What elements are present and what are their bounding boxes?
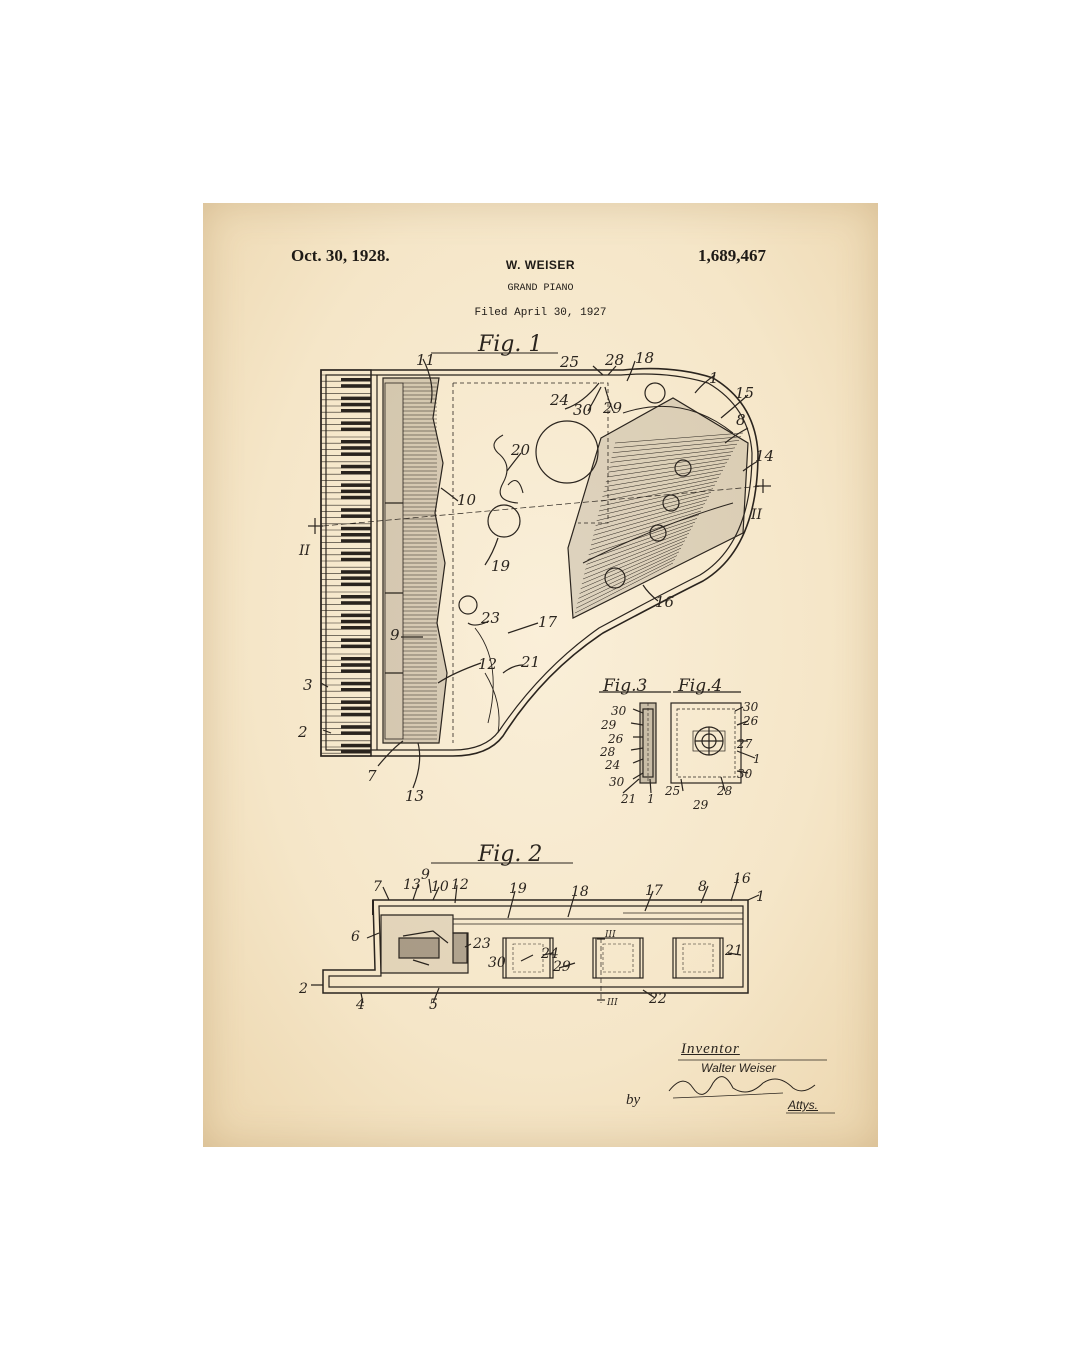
reference-numeral: 15 — [735, 384, 754, 402]
reference-numeral: 30 — [737, 767, 753, 781]
reference-numeral: 10 — [431, 879, 449, 895]
reference-numeral: 27 — [736, 737, 753, 751]
attorneys-label: Attys. — [788, 1098, 819, 1112]
reference-numeral: 17 — [645, 883, 663, 899]
inventor-heading: W. WEISER — [505, 258, 576, 272]
by-label: by — [626, 1092, 641, 1108]
reference-numeral: 29 — [600, 718, 617, 732]
inventor-label: Inventor — [681, 1041, 740, 1057]
reference-numeral: 30 — [611, 704, 627, 718]
reference-numeral: 30 — [573, 401, 593, 419]
fig34-drawing — [599, 691, 756, 794]
reference-numeral: 29 — [692, 798, 709, 812]
reference-numeral: 28 — [604, 351, 624, 369]
reference-numeral: 18 — [635, 349, 654, 367]
reference-numeral: 19 — [491, 557, 511, 575]
reference-numeral: 13 — [405, 787, 424, 805]
reference-numeral: 18 — [571, 884, 589, 900]
reference-numeral: 30 — [488, 955, 506, 971]
reference-numeral: 12 — [451, 877, 469, 893]
reference-numeral: 16 — [655, 593, 675, 611]
reference-numeral: 25 — [559, 353, 579, 371]
reference-numeral: 24 — [604, 758, 620, 772]
section-mark-iii-top: III — [604, 930, 616, 940]
reference-numeral: 13 — [403, 877, 421, 893]
reference-numeral: 21 — [620, 792, 636, 806]
patent-sheet: Oct. 30, 1928. 1,689,467 W. WEISER GRAND… — [203, 203, 878, 1147]
reference-numeral: 23 — [480, 609, 500, 627]
inventor-name: Walter Weiser — [701, 1061, 776, 1075]
fig2-title: Fig. 2 — [477, 842, 542, 867]
reference-numeral: 19 — [509, 881, 527, 897]
reference-numeral: 9 — [390, 626, 400, 644]
filed-date: Filed April 30, 1927 — [474, 307, 607, 319]
reference-numeral: 24 — [540, 946, 559, 962]
reference-numeral: 2 — [297, 723, 308, 741]
reference-numeral: 2 — [298, 981, 308, 997]
patent-date: Oct. 30, 1928. — [291, 246, 390, 265]
reference-numeral: 30 — [743, 700, 759, 714]
reference-numeral: 11 — [416, 351, 435, 369]
reference-numeral: 7 — [373, 879, 382, 895]
reference-numeral: 12 — [478, 655, 497, 673]
reference-numeral: 3 — [303, 676, 313, 694]
reference-numeral: 26 — [607, 732, 624, 746]
figure-titles: Fig. 1 Fig.3 Fig.4 Fig. 2 — [477, 332, 722, 867]
section-mark-iii-bottom: III — [606, 998, 618, 1008]
reference-numeral: 30 — [609, 775, 625, 789]
reference-numeral: 8 — [736, 411, 746, 429]
reference-numeral: 20 — [510, 441, 531, 459]
reference-numeral: 22 — [648, 991, 667, 1007]
reference-numeral: 29 — [602, 399, 623, 417]
reference-numeral: 7 — [367, 767, 377, 785]
reference-numeral: 17 — [538, 613, 558, 631]
reference-numeral: 29 — [552, 959, 571, 975]
reference-numeral: 14 — [755, 447, 774, 465]
patent-subject: GRAND PIANO — [507, 283, 574, 294]
section-mark-ii-left: II — [298, 543, 311, 559]
patent-number: 1,689,467 — [698, 246, 766, 265]
reference-numeral: 28 — [716, 784, 733, 798]
reference-numeral: 24 — [549, 391, 569, 409]
section-mark-ii-right: II — [750, 507, 763, 523]
fig2-drawing — [311, 862, 760, 1004]
reference-numeral: 1 — [647, 792, 655, 806]
reference-numeral: 4 — [355, 997, 365, 1013]
reference-numeral: 21 — [724, 943, 743, 959]
fig4-title: Fig.4 — [677, 676, 722, 696]
reference-numeral: 10 — [457, 491, 477, 509]
reference-numeral: 26 — [742, 714, 759, 728]
reference-numeral: 25 — [664, 784, 680, 798]
signature-drawing — [668, 1059, 835, 1114]
reference-numeral: 16 — [733, 871, 751, 887]
reference-numeral: 5 — [429, 997, 438, 1013]
section-markers: II II III III — [298, 507, 763, 1008]
reference-numeral: 1 — [709, 369, 719, 387]
reference-numeral: 23 — [472, 936, 491, 952]
reference-numeral: 21 — [520, 653, 540, 671]
reference-numeral: 9 — [421, 867, 430, 883]
reference-numeral: 8 — [698, 879, 707, 895]
fig1-title: Fig. 1 — [477, 332, 542, 357]
patent-drawing: Fig. 1 Fig.3 Fig.4 Fig. 2 II II III III … — [297, 332, 835, 1114]
fig1-drawing — [308, 352, 771, 789]
reference-numeral: 28 — [599, 745, 616, 759]
reference-numeral: 1 — [753, 752, 761, 766]
reference-numeral: 6 — [351, 929, 360, 945]
fig3-title: Fig.3 — [602, 676, 647, 696]
reference-numeral: 1 — [756, 889, 765, 905]
